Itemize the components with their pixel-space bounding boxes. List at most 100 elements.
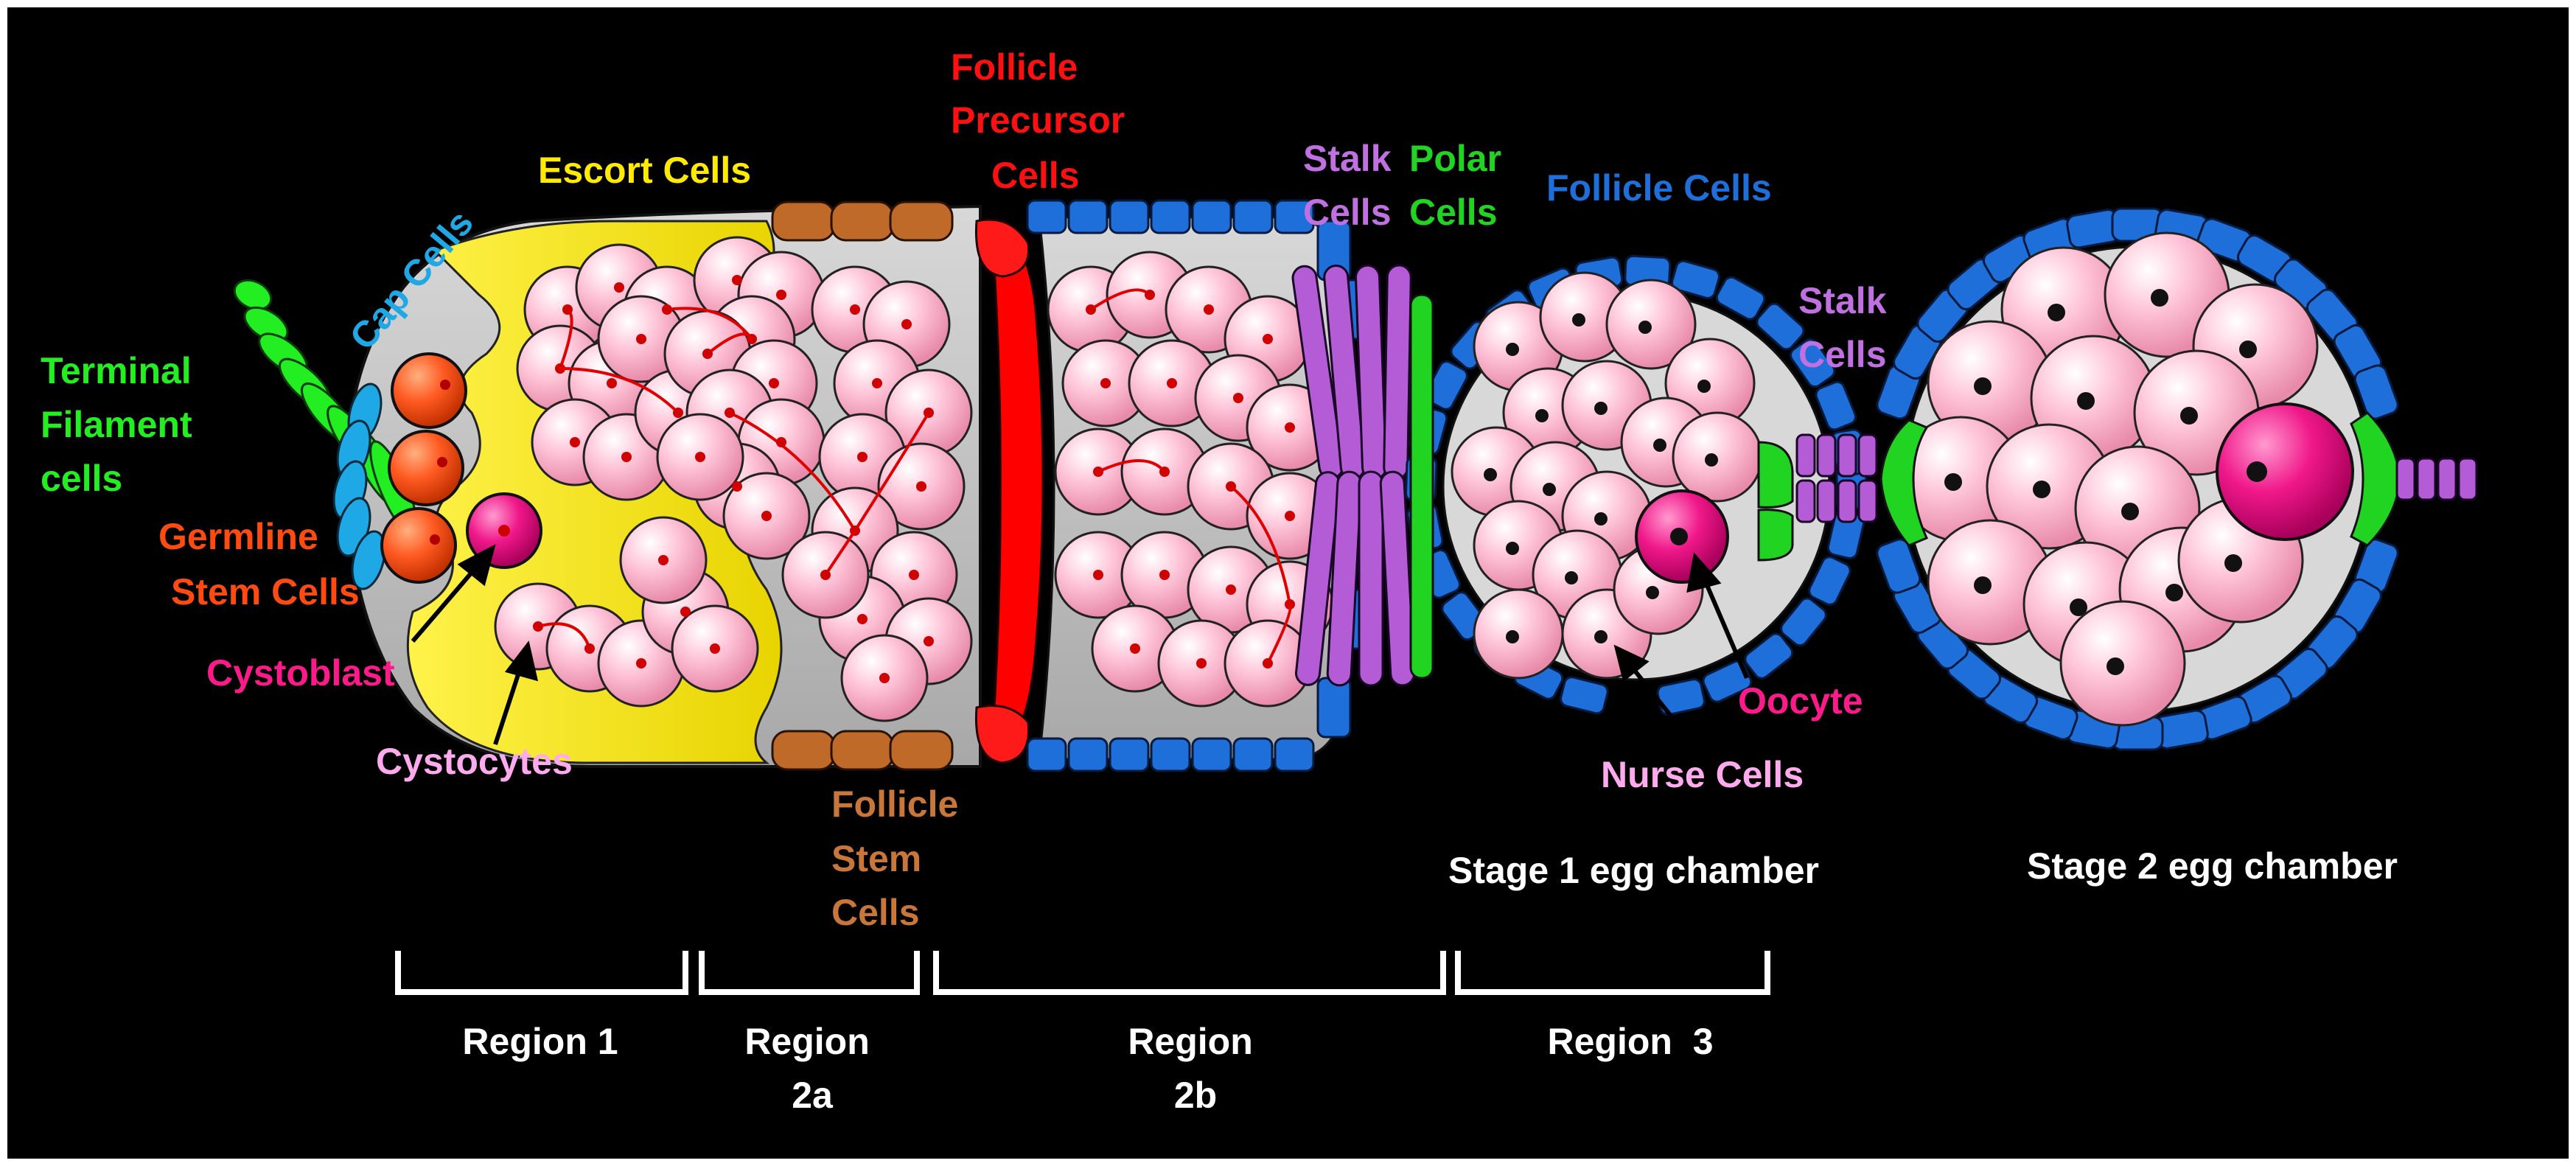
stalk-cell — [1379, 470, 1416, 687]
nurse-cell-nucleus — [1565, 571, 1578, 584]
nurse-cells-arrow — [1627, 662, 1690, 739]
fusome-dot — [776, 437, 786, 447]
nurse-cells-arrowhead — [1613, 644, 1650, 683]
nurse-cell-nucleus — [2070, 598, 2087, 616]
follicle-cell — [1150, 199, 1191, 234]
oocyte-arrowhead — [1686, 552, 1722, 593]
follicle-cell — [1756, 302, 1805, 351]
fusome-dot — [1159, 467, 1170, 477]
follicle-cell — [1671, 259, 1720, 299]
fusome-dot — [924, 408, 934, 418]
fusome-dot — [924, 636, 934, 646]
fusome-dot — [732, 481, 742, 492]
bracket-region-3 — [1455, 951, 1770, 995]
fusome-dot — [658, 555, 669, 565]
stage1-oocyte-nucleus — [1670, 528, 1688, 545]
stalk-cell — [2395, 457, 2416, 501]
oocyte-arrow — [1700, 573, 1749, 680]
nurse-cell-nucleus — [1653, 439, 1666, 452]
fusome-dot — [1263, 334, 1273, 344]
fusome-dot — [621, 452, 632, 462]
fusome-dot — [673, 408, 683, 418]
follicle-cell — [1274, 737, 1315, 772]
fusome-dot — [584, 643, 595, 654]
fusome-dot — [1145, 290, 1155, 300]
fusome-dot — [607, 378, 617, 388]
follicle-stem-cells-label: Follicle Stem Cells — [831, 783, 968, 933]
follicle-precursor-band — [990, 219, 1044, 761]
pointer-arrows — [411, 544, 1749, 745]
fusome-dot — [636, 334, 646, 344]
follicle-stem-cell — [771, 200, 836, 242]
stage2-label: Stage 2 egg chamber — [2027, 845, 2398, 887]
escort-cells-label: Escort Cells — [538, 150, 751, 191]
nurse-cell-nucleus — [1506, 542, 1519, 555]
fusome-dot — [857, 614, 868, 624]
follicle-cell — [1560, 676, 1609, 715]
follicle-precursor-label: Follicle Precursor Cells — [951, 46, 1135, 196]
fusome-dot — [1130, 643, 1140, 654]
nurse-cell-nucleus — [1543, 483, 1556, 496]
stage2-polar-left — [1879, 419, 1929, 547]
germline-stem-cell — [388, 430, 464, 506]
nurse-cell-nucleus — [2165, 584, 2183, 601]
fusome-dot — [1159, 570, 1170, 580]
follicle-cell — [1109, 737, 1150, 772]
follicle-cell — [1232, 737, 1274, 772]
fusome — [729, 411, 856, 532]
follicle-cell — [1274, 199, 1315, 234]
stalk-cell — [1358, 470, 1384, 687]
fusome-dot — [1285, 511, 1295, 521]
polar-cell-right-bottom — [1757, 509, 1794, 562]
nurse-cell-nucleus — [1572, 313, 1585, 327]
fusome — [1229, 485, 1291, 605]
cystoblast-arrow — [411, 562, 481, 643]
fusome — [854, 411, 930, 532]
fusome-dot — [1204, 304, 1214, 315]
follicle-cell — [1191, 199, 1232, 234]
fusome-dot — [1086, 304, 1096, 315]
stage2-oocyte-nucleus — [2247, 461, 2267, 482]
follicle-cell — [1790, 338, 1836, 388]
stalk-cell — [2416, 457, 2437, 501]
polar-cell-right-top — [1757, 441, 1794, 509]
stalk-cell — [1857, 479, 1878, 523]
stage2-oocyte — [2216, 402, 2354, 541]
nurse-cell-nucleus — [1646, 586, 1659, 599]
nurse-cell-nucleus — [1974, 576, 1992, 594]
nurse-cell-nucleus — [1944, 473, 1962, 491]
fusome-dot — [725, 408, 735, 418]
follicle-cell — [1067, 737, 1109, 772]
follicle-stem-cell — [889, 730, 954, 771]
fusome — [1266, 604, 1292, 664]
stage2-follicle-cells — [1876, 207, 2399, 751]
germline-stem-cell — [391, 352, 467, 429]
fusome-dot — [702, 349, 713, 359]
nurse-cell-nucleus — [2077, 392, 2095, 410]
stage1-label: Stage 1 egg chamber — [1448, 850, 1819, 891]
terminal-filament-cell — [243, 306, 289, 343]
germline-cysts — [494, 236, 1334, 722]
cystocytes-arrow — [493, 663, 524, 745]
germline-stem-cells — [380, 352, 467, 584]
stalk-cell — [1295, 471, 1341, 686]
follicle-precursor-cap-top — [974, 218, 1030, 278]
stalk-cell — [1795, 479, 1816, 523]
follicle-stem-cell — [771, 730, 836, 771]
cystoblast-label: Cystoblast — [206, 652, 395, 694]
follicle-stem-cell — [830, 200, 895, 242]
follicle-cell — [1316, 677, 1352, 739]
follicle-cell — [1026, 199, 1067, 234]
follicle-stem-cells — [771, 200, 954, 771]
stalk-cells-between-chambers — [1795, 433, 1878, 523]
oocyte-label: Oocyte — [1738, 680, 1863, 722]
fusome-dot — [1226, 584, 1236, 595]
nurse-cell-nucleus — [1535, 409, 1549, 422]
nurse-cell-nucleus — [1506, 630, 1519, 643]
fusome-dot — [636, 658, 646, 668]
fusome-dot — [916, 481, 926, 492]
nurse-cell-nucleus — [2106, 657, 2124, 675]
stalk-cells-label-a: Stalk Cells — [1303, 138, 1401, 233]
